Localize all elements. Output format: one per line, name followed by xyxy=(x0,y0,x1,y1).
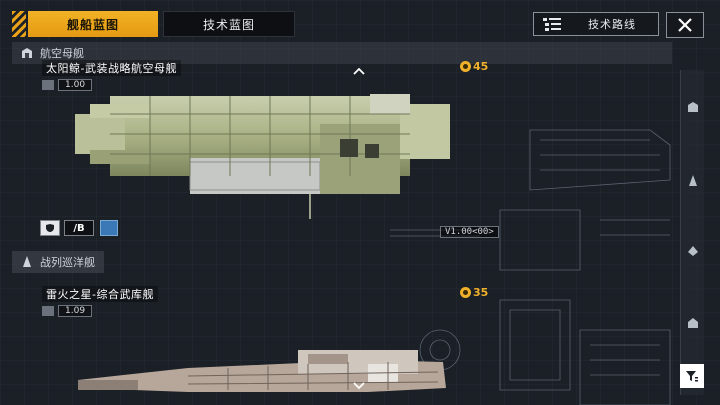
top-bar: 舰船蓝图 技术蓝图 技术路线 xyxy=(0,0,720,42)
category-label-carrier: 航空母舰 xyxy=(40,47,84,60)
list-icon xyxy=(543,18,561,31)
ship-cost-1: 45 xyxy=(460,60,488,73)
cruiser-category-icon xyxy=(23,256,31,267)
category-rail xyxy=(680,70,704,395)
close-icon xyxy=(678,18,692,32)
blueprint-schematic xyxy=(390,129,671,405)
ship-version-2: 1.09 xyxy=(42,305,93,317)
frigate-nav-icon[interactable] xyxy=(686,316,700,330)
cost-coin-icon xyxy=(460,287,471,298)
filter-button[interactable] xyxy=(680,364,704,388)
category-label-cruiser: 战列巡洋舰 xyxy=(40,256,95,269)
tab-tech-blueprint[interactable]: 技术蓝图 xyxy=(163,11,295,37)
ship-version-1: 1.00 xyxy=(42,79,93,91)
ship-model-arsenal[interactable] xyxy=(68,340,453,405)
version-value-2: 1.09 xyxy=(58,305,93,317)
slot-class-badge: /B xyxy=(64,220,94,236)
model-tag-1: V1.00<00> xyxy=(440,226,499,238)
ship-name-2: 雷火之星-综合武库舰 xyxy=(42,286,158,302)
cost-value-1: 45 xyxy=(473,60,489,73)
ship-cost-2: 35 xyxy=(460,286,488,299)
destroyer-nav-icon[interactable] xyxy=(686,244,700,258)
ship-model-carrier[interactable] xyxy=(70,84,455,224)
version-icon xyxy=(42,80,54,90)
category-header-carrier: 航空母舰 xyxy=(12,42,672,64)
chevron-down-icon[interactable] xyxy=(352,381,366,391)
cost-coin-icon xyxy=(460,61,471,72)
version-icon xyxy=(42,306,54,316)
shield-icon xyxy=(40,220,60,236)
tech-route-label: 技术路线 xyxy=(588,18,636,31)
ship-slot-badges-1: /B xyxy=(40,220,118,236)
chevron-up-icon[interactable] xyxy=(352,66,366,76)
tab-ship-blueprint[interactable]: 舰船蓝图 xyxy=(28,11,158,37)
tech-route-button[interactable]: 技术路线 xyxy=(533,12,659,36)
cost-value-2: 35 xyxy=(473,286,489,299)
category-header-cruiser: 战列巡洋舰 xyxy=(12,251,104,273)
ship-name-1: 太阳鲸-武装战略航空母舰 xyxy=(42,60,181,76)
version-value-1: 1.00 xyxy=(58,79,93,91)
cruiser-nav-icon[interactable] xyxy=(686,174,700,188)
close-button[interactable] xyxy=(666,12,704,38)
filter-icon xyxy=(686,371,698,382)
carrier-nav-icon[interactable] xyxy=(686,100,700,114)
tab-stripes-decoration xyxy=(12,11,26,37)
module-icon xyxy=(100,220,118,236)
carrier-category-icon xyxy=(22,48,32,58)
